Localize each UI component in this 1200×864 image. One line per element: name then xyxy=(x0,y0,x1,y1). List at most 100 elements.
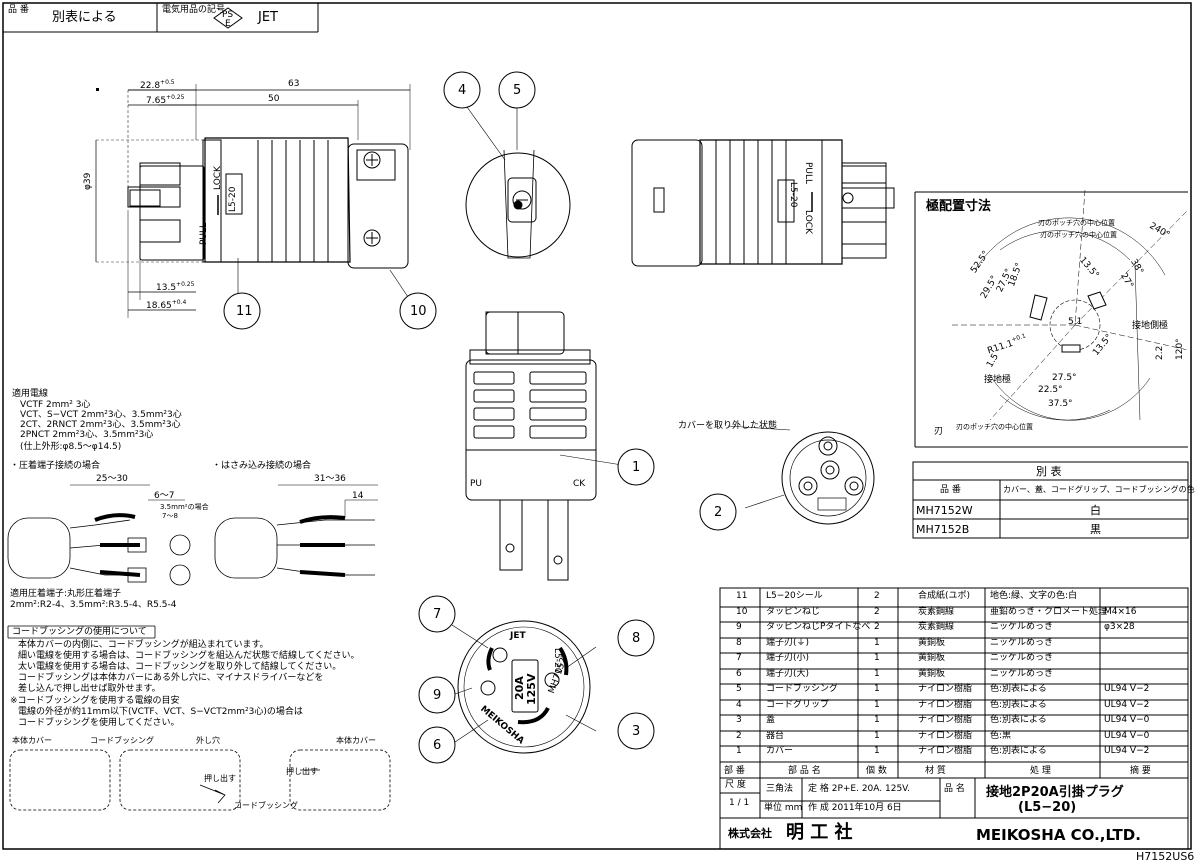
bom-cell-proc: 色:黒 xyxy=(990,731,1012,741)
bom-cell-no: 1 xyxy=(736,746,742,756)
bushing-line: 差し込んで押し出せば取外せます。 xyxy=(18,684,161,694)
bom-cell-name: タッピンねじPタイトなべ xyxy=(766,622,871,632)
caption-hole: 外し穴 xyxy=(196,736,220,745)
pole-blade: 刃 xyxy=(934,427,944,437)
bushing-line: 本体カバーの内側に、コードブッシングが組込まれています。 xyxy=(18,640,269,650)
pole-note-1: 刃のポッチ穴の中心位置 xyxy=(1038,219,1115,227)
dim-7-65: 7.65+0.25 xyxy=(146,94,185,106)
bom-cell-name: L5−20シール xyxy=(766,591,823,601)
pse-bottom: E xyxy=(225,19,231,29)
face-jet: JET xyxy=(510,631,526,641)
bom-cell-qty: 1 xyxy=(874,638,880,648)
bom-header-process: 処 理 xyxy=(1030,766,1051,776)
bom-cell-no: 5 xyxy=(736,684,742,694)
plug-ck-label: CK xyxy=(573,479,586,489)
variant-row-color: 白 xyxy=(1090,504,1101,517)
caption-push-1: 押し出す xyxy=(204,774,236,783)
balloon-7: 7 xyxy=(433,607,442,622)
balloon-4: 4 xyxy=(458,83,467,98)
wires-line: 2CT、2RNCT 2mm²3心、3.5mm²3心 xyxy=(20,420,181,430)
bom-cell-proc: ニッケルめっき xyxy=(990,638,1054,648)
pole-5-1: 5.1 xyxy=(1068,317,1083,327)
plug-face-view xyxy=(451,620,597,754)
product-name: 接地2P20A引掛プラグ xyxy=(986,785,1124,800)
dim-13-5: 13.5+0.25 xyxy=(156,281,195,293)
caption-bushing-2: コードブッシング xyxy=(234,801,298,810)
scale-label: 尺 度 xyxy=(725,780,746,790)
wires-line: VCT、S−VCT 2mm²3心、3.5mm²3心 xyxy=(20,410,182,420)
bom-cell-spec: UL94 V−0 xyxy=(1104,731,1150,741)
bom-header-no: 部 番 xyxy=(724,766,745,776)
dim-phi39: φ39 xyxy=(83,172,93,190)
bushing-title: コードブッシングの使用について xyxy=(12,627,147,637)
drawing-number: H7152US6 xyxy=(1136,850,1195,863)
side-view-1 xyxy=(95,84,411,318)
balloon-9: 9 xyxy=(433,688,442,703)
bom-cell-name: 端子刃(大) xyxy=(766,669,810,679)
cover-removed-view xyxy=(727,425,875,525)
bom-cell-spec: UL94 V−0 xyxy=(1104,715,1150,725)
plug-lock-label-2: LOCK xyxy=(803,210,813,234)
dim-31-36: 31〜36 xyxy=(314,474,346,484)
bom-cell-no: 10 xyxy=(736,607,748,617)
pole-a37-5: 37.5° xyxy=(1048,399,1073,409)
company-name: 明 工 社 xyxy=(786,822,853,843)
dim-7-8: 7〜8 xyxy=(162,512,178,520)
bom-cell-name: 蓋 xyxy=(766,715,776,725)
bom-cell-proc: 色:別表による xyxy=(990,715,1047,725)
bom-cell-spec: M4×16 xyxy=(1104,607,1137,617)
bom-cell-proc: ニッケルめっき xyxy=(990,669,1054,679)
face-rating-125v: 125V xyxy=(525,673,538,705)
bom-cell-mat: 合成紙(ユポ) xyxy=(918,591,971,601)
balloon-11: 11 xyxy=(236,304,253,319)
end-view xyxy=(461,99,571,259)
variants-col-code: 品 番 xyxy=(940,485,961,495)
dim-6-7: 6〜7 xyxy=(154,491,175,501)
bom-cell-qty: 2 xyxy=(874,591,880,601)
balloon-2: 2 xyxy=(714,505,723,520)
bom-cell-mat: 炭素鋼線 xyxy=(918,622,955,632)
bom-cell-mat: ナイロン樹脂 xyxy=(918,684,973,694)
pole-note-2: 刃のポッチ穴の中心位置 xyxy=(1040,231,1117,239)
dim-63: 63 xyxy=(288,79,300,89)
caption-bushing-1: コードブッシング xyxy=(90,736,154,745)
balloon-10: 10 xyxy=(410,304,427,319)
balloon-6: 6 xyxy=(433,738,442,753)
bom-header-material: 材 質 xyxy=(925,766,946,776)
pole-ground-side: 接地側極 xyxy=(1132,321,1169,331)
bom-cell-mat: ナイロン樹脂 xyxy=(918,731,973,741)
front-view xyxy=(465,311,623,581)
bom-cell-qty: 2 xyxy=(874,607,880,617)
product-type: (L5−20) xyxy=(1018,800,1077,815)
bom-cell-mat: ナイロン樹脂 xyxy=(918,700,973,710)
bom-cell-qty: 1 xyxy=(874,653,880,663)
pole-layout-title: 極配置寸法 xyxy=(926,199,992,214)
dim-50: 50 xyxy=(268,94,280,104)
wires-line: 2PNCT 2mm²3心、3.5mm²3心 xyxy=(20,430,154,440)
bom-cell-spec: φ3×28 xyxy=(1104,622,1135,632)
bom-cell-mat: 黄銅板 xyxy=(918,669,946,679)
wires-title: 適用電線 xyxy=(12,389,49,399)
pole-a22-5: 22.5° xyxy=(1038,385,1063,395)
bom-header-name: 部 品 名 xyxy=(788,766,821,776)
plug-seal-label-2: L5-20 xyxy=(788,182,798,208)
bom-cell-qty: 1 xyxy=(874,746,880,756)
variant-row-code: MH7152W xyxy=(916,504,973,517)
bom-cell-spec: UL94 V−2 xyxy=(1104,684,1150,694)
bushing-line: コードブッシングを使用してください。 xyxy=(18,718,180,728)
caption-body-cover-2: 本体カバー xyxy=(336,736,376,745)
bom-cell-qty: 1 xyxy=(874,731,880,741)
wires-line: VCTF 2mm² 3心 xyxy=(20,400,91,410)
hinban-value: 別表による xyxy=(52,10,117,25)
balloon-3: 3 xyxy=(632,724,641,739)
bom-cell-no: 3 xyxy=(736,715,742,725)
bom-cell-proc: 色:別表による xyxy=(990,684,1047,694)
bom-cell-name: 端子刃(小) xyxy=(766,653,810,663)
wires-line: (仕上外形:φ8.5〜φ14.5) xyxy=(20,442,122,452)
bom-header-qty: 個 数 xyxy=(866,766,887,776)
projection-method: 三角法 xyxy=(766,784,794,794)
mark-label: 電気用品の記号 xyxy=(162,5,226,15)
bom-cell-qty: 1 xyxy=(874,684,880,694)
bom-cell-mat: ナイロン樹脂 xyxy=(918,715,973,725)
bom-cell-mat: 炭素鋼線 xyxy=(918,607,955,617)
